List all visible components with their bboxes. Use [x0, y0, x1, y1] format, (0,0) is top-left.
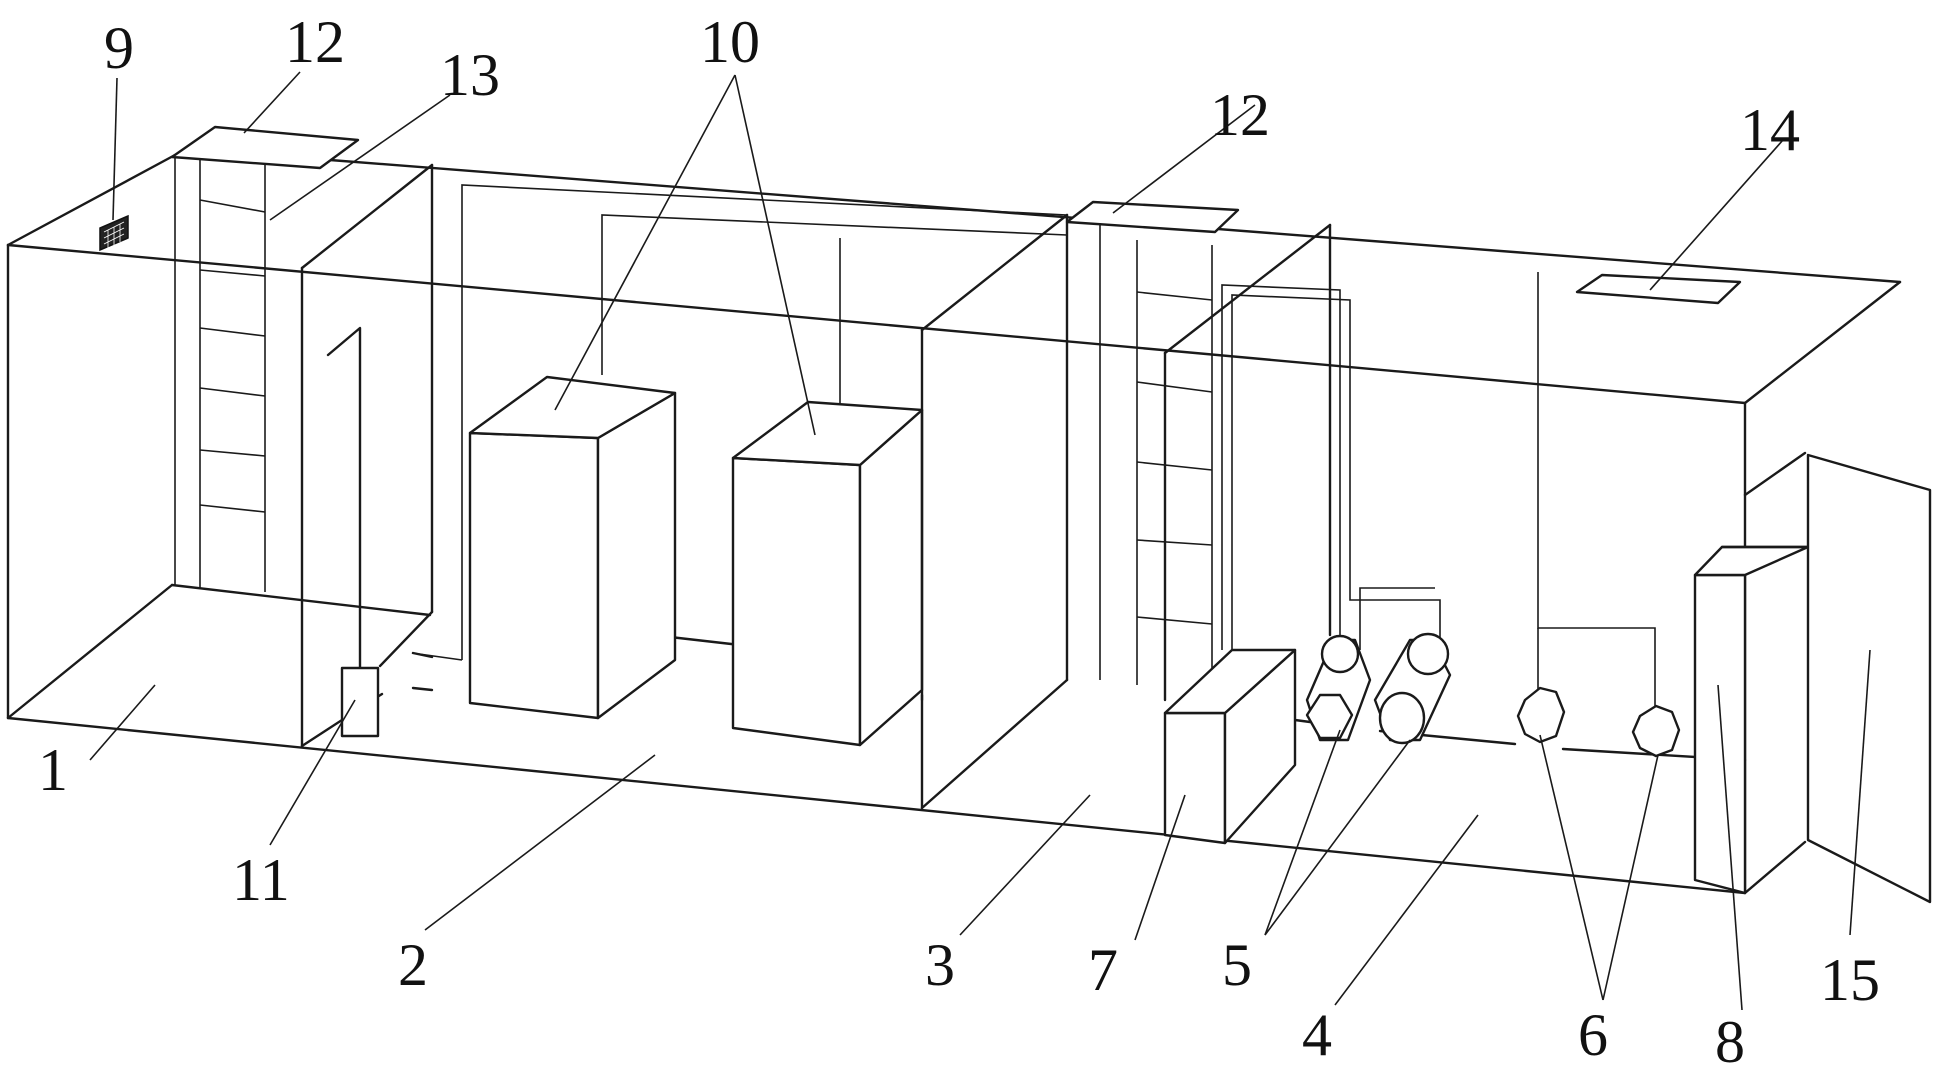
hex-valve-2 — [1631, 704, 1681, 758]
label-15: 15 — [1820, 947, 1880, 1013]
control-box — [1163, 648, 1297, 845]
label-8: 8 — [1715, 1009, 1745, 1075]
roof-hatch-middle — [1065, 200, 1240, 234]
partition-wall-2 — [920, 213, 1069, 810]
partition-wall-3 — [1163, 223, 1332, 702]
leader-lines — [89, 71, 1871, 1011]
cabinet-right — [731, 400, 924, 747]
sensor-pipe — [326, 326, 434, 738]
sensor-box — [340, 666, 380, 738]
ladder-left — [174, 155, 266, 592]
label-3: 3 — [925, 932, 955, 998]
label-10: 10 — [700, 9, 760, 75]
gas-cylinders — [1305, 632, 1452, 745]
label-5: 5 — [1222, 932, 1252, 998]
label-1: 1 — [38, 737, 68, 803]
hex-valve-1 — [1516, 686, 1566, 744]
hex-valves — [1516, 686, 1681, 758]
label-7: 7 — [1088, 937, 1118, 1003]
label-12-left: 12 — [285, 9, 345, 75]
roof-hatch-right — [1575, 273, 1742, 305]
roof-hatch-left — [170, 125, 360, 170]
cabinet-left — [468, 375, 677, 720]
label-13: 13 — [440, 42, 500, 108]
label-11: 11 — [232, 847, 290, 913]
container-door[interactable] — [1806, 453, 1932, 904]
vent-grille — [99, 214, 129, 252]
equipment-cabinet — [1693, 545, 1810, 895]
label-12-middle: 12 — [1210, 82, 1270, 148]
label-2: 2 — [398, 932, 428, 998]
label-14: 14 — [1740, 97, 1800, 163]
partition-wall-1 — [300, 163, 434, 748]
gas-pipes — [1221, 272, 1656, 735]
label-4: 4 — [1302, 1002, 1332, 1068]
gas-cylinder-1 — [1305, 634, 1372, 742]
label-6: 6 — [1578, 1002, 1608, 1068]
container-outline — [6, 153, 1902, 895]
ladder-middle — [1099, 225, 1213, 690]
label-9: 9 — [104, 15, 134, 81]
reference-labels: 1 2 3 4 5 6 7 8 9 10 11 12 13 12 14 15 — [38, 9, 1880, 1075]
gas-cylinder-2 — [1373, 632, 1452, 745]
